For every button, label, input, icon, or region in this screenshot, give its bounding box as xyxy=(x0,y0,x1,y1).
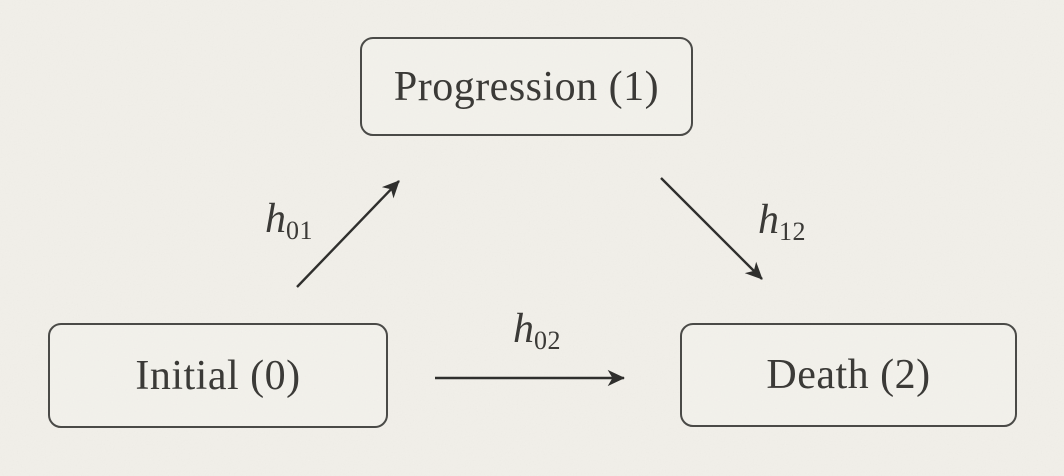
node-progression-label: Progression (1) xyxy=(393,63,660,110)
hazard-subscript: 02 xyxy=(534,326,561,356)
node-death: Death (2) xyxy=(680,323,1017,427)
edge-label-h12: h12 xyxy=(758,196,806,247)
node-initial: Initial (0) xyxy=(48,323,388,428)
hazard-symbol: h xyxy=(513,306,534,352)
arrow-h12-progression-to-death xyxy=(660,177,763,280)
edge-label-h01: h01 xyxy=(265,195,313,246)
node-initial-label: Initial (0) xyxy=(135,352,301,399)
hazard-subscript: 12 xyxy=(779,217,806,247)
node-death-label: Death (2) xyxy=(766,352,931,398)
hazard-symbol: h xyxy=(265,196,286,242)
edge-label-h02: h02 xyxy=(513,305,561,356)
node-progression: Progression (1) xyxy=(360,37,693,136)
hazard-symbol: h xyxy=(758,197,779,243)
hazard-subscript: 01 xyxy=(286,216,313,246)
